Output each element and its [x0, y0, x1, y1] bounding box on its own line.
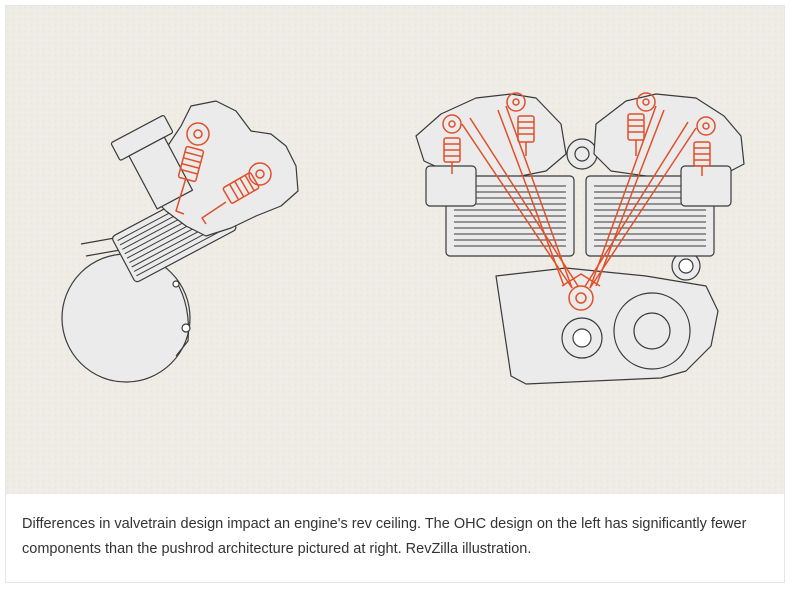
- valvetrain-illustration: [6, 6, 784, 494]
- crankcase-circle: [61, 253, 191, 383]
- pushrod-valvetrain: [442, 92, 716, 311]
- pushrod-engine-drawing: [415, 92, 745, 385]
- figure-caption: Differences in valvetrain design impact …: [22, 516, 747, 557]
- figure-card: Differences in valvetrain design impact …: [5, 5, 785, 583]
- ohc-valvetrain: [175, 122, 272, 225]
- ohc-engine-drawing: [61, 100, 299, 383]
